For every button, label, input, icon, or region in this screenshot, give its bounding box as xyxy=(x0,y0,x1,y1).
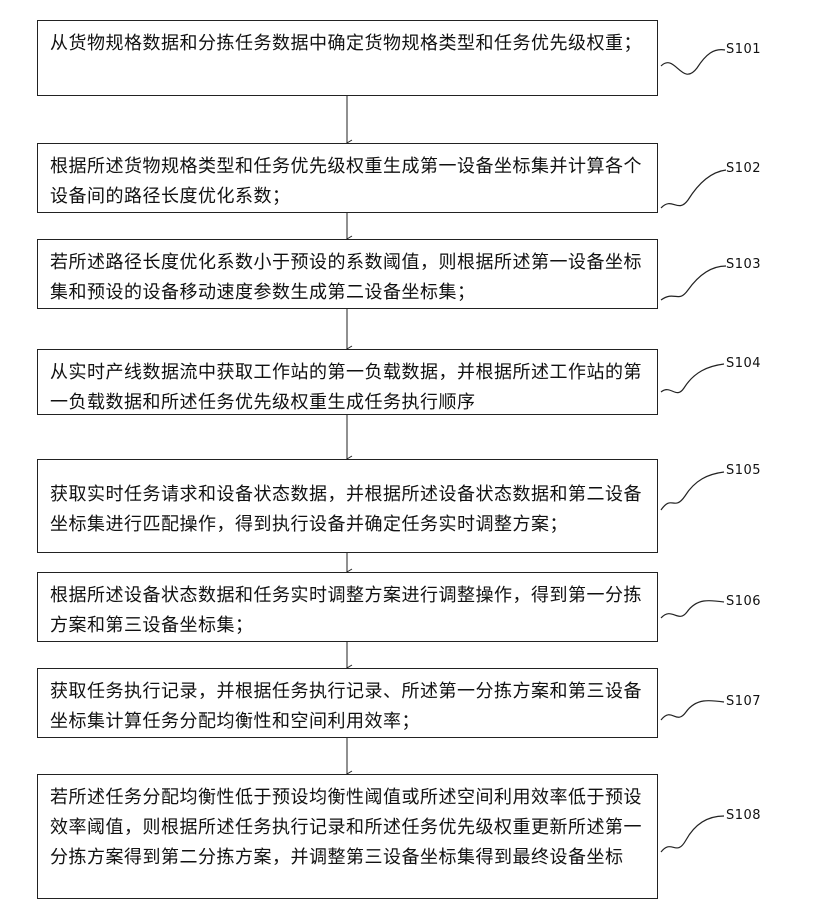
step-text-s108: 若所述任务分配均衡性低于预设均衡性阈值或所述空间利用效率低于预设效率阈值，则根据… xyxy=(50,787,642,868)
step-text-s103: 若所述路径长度优化系数小于预设的系数阈值，则根据所述第一设备坐标集和预设的设备移… xyxy=(50,252,642,303)
leader-s103 xyxy=(661,266,726,300)
step-box-s103: 若所述路径长度优化系数小于预设的系数阈值，则根据所述第一设备坐标集和预设的设备移… xyxy=(37,239,658,309)
leader-s107 xyxy=(661,701,724,720)
leader-s108 xyxy=(661,816,724,852)
step-box-s101: 从货物规格数据和分拣任务数据中确定货物规格类型和任务优先级权重； xyxy=(37,20,658,96)
step-box-s105: 获取实时任务请求和设备状态数据，并根据所述设备状态数据和第二设备坐标集进行匹配操… xyxy=(37,459,658,553)
step-label-s106: S106 xyxy=(726,594,761,609)
step-box-s102: 根据所述货物规格类型和任务优先级权重生成第一设备坐标集并计算各个设备间的路径长度… xyxy=(37,143,658,213)
step-label-s105: S105 xyxy=(726,463,761,478)
step-label-s107: S107 xyxy=(726,694,761,709)
step-text-s105: 获取实时任务请求和设备状态数据，并根据所述设备状态数据和第二设备坐标集进行匹配操… xyxy=(50,484,642,535)
step-label-s108: S108 xyxy=(726,808,761,823)
leader-s105 xyxy=(661,472,724,510)
step-label-s103: S103 xyxy=(726,257,761,272)
step-text-s101: 从货物规格数据和分拣任务数据中确定货物规格类型和任务优先级权重； xyxy=(50,33,642,54)
step-text-s102: 根据所述货物规格类型和任务优先级权重生成第一设备坐标集并计算各个设备间的路径长度… xyxy=(50,156,642,207)
step-label-s104: S104 xyxy=(726,356,761,371)
step-text-s104: 从实时产线数据流中获取工作站的第一负载数据，并根据所述工作站的第一负载数据和所述… xyxy=(50,362,642,413)
leader-s106 xyxy=(661,601,724,618)
leader-s101 xyxy=(661,50,725,75)
step-label-s102: S102 xyxy=(726,161,761,176)
leader-s102 xyxy=(661,170,726,208)
step-box-s104: 从实时产线数据流中获取工作站的第一负载数据，并根据所述工作站的第一负载数据和所述… xyxy=(37,349,658,415)
step-label-s101: S101 xyxy=(726,42,761,57)
step-box-s108: 若所述任务分配均衡性低于预设均衡性阈值或所述空间利用效率低于预设效率阈值，则根据… xyxy=(37,774,658,899)
step-text-s107: 获取任务执行记录，并根据任务执行记录、所述第一分拣方案和第三设备坐标集计算任务分… xyxy=(50,681,642,732)
leader-s104 xyxy=(661,364,724,393)
step-text-s106: 根据所述设备状态数据和任务实时调整方案进行调整操作，得到第一分拣方案和第三设备坐… xyxy=(50,585,642,636)
step-box-s106: 根据所述设备状态数据和任务实时调整方案进行调整操作，得到第一分拣方案和第三设备坐… xyxy=(37,572,658,642)
step-box-s107: 获取任务执行记录，并根据任务执行记录、所述第一分拣方案和第三设备坐标集计算任务分… xyxy=(37,668,658,738)
